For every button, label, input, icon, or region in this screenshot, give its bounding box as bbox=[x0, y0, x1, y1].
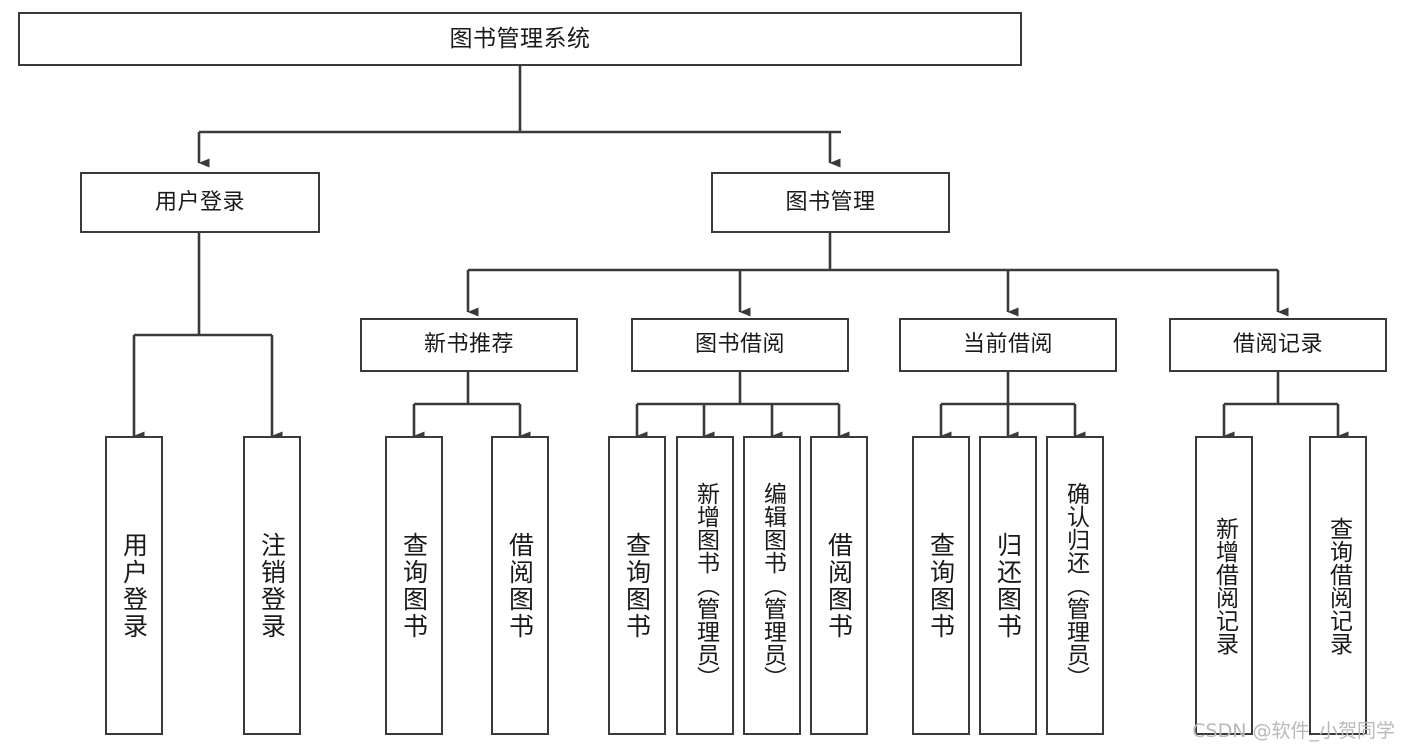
node-user-login[interactable]: 用户登录 bbox=[80, 172, 320, 233]
node-leaf-query-book-1-label: 查询图书 bbox=[399, 531, 429, 640]
node-leaf-user-login-label: 用户登录 bbox=[119, 531, 149, 640]
node-leaf-return-book-label: 归还图书 bbox=[993, 531, 1023, 640]
node-user-login-label: 用户登录 bbox=[154, 189, 245, 215]
node-leaf-query-book-3[interactable]: 查询图书 bbox=[912, 436, 970, 735]
node-leaf-add-book-admin[interactable]: 新增图书（管理员） bbox=[676, 436, 734, 735]
node-leaf-borrow-book-1[interactable]: 借阅图书 bbox=[491, 436, 549, 735]
node-leaf-edit-book-admin[interactable]: 编辑图书（管理员） bbox=[743, 436, 801, 735]
node-borrow-record-label: 借阅记录 bbox=[1232, 332, 1323, 357]
node-leaf-user-logout-label: 注销登录 bbox=[257, 531, 287, 640]
node-leaf-user-logout[interactable]: 注销登录 bbox=[243, 436, 301, 735]
node-leaf-query-borrow-record[interactable]: 查询借阅记录 bbox=[1309, 436, 1367, 735]
node-book-borrow-label: 图书借阅 bbox=[694, 332, 785, 357]
node-leaf-query-book-1[interactable]: 查询图书 bbox=[385, 436, 443, 735]
node-leaf-query-book-2[interactable]: 查询图书 bbox=[608, 436, 666, 735]
node-leaf-query-book-3-label: 查询图书 bbox=[926, 531, 956, 640]
node-book-manage-label: 图书管理 bbox=[785, 189, 876, 215]
node-leaf-add-borrow-record[interactable]: 新增借阅记录 bbox=[1195, 436, 1253, 735]
node-leaf-query-borrow-record-label: 查询借阅记录 bbox=[1325, 516, 1352, 655]
node-leaf-edit-book-admin-label: 编辑图书（管理员） bbox=[759, 482, 786, 689]
node-new-book-recommend-label: 新书推荐 bbox=[423, 332, 514, 357]
node-borrow-record[interactable]: 借阅记录 bbox=[1169, 318, 1387, 372]
node-book-borrow[interactable]: 图书借阅 bbox=[631, 318, 849, 372]
node-leaf-query-book-2-label: 查询图书 bbox=[622, 531, 652, 640]
node-leaf-add-book-admin-label: 新增图书（管理员） bbox=[692, 482, 719, 689]
node-leaf-user-login[interactable]: 用户登录 bbox=[105, 436, 163, 735]
node-root[interactable]: 图书管理系统 bbox=[18, 12, 1022, 66]
node-leaf-borrow-book-1-label: 借阅图书 bbox=[505, 531, 535, 640]
node-leaf-borrow-book-2-label: 借阅图书 bbox=[824, 531, 854, 640]
node-current-borrow-label: 当前借阅 bbox=[962, 332, 1053, 357]
node-book-manage[interactable]: 图书管理 bbox=[711, 172, 950, 233]
node-leaf-add-borrow-record-label: 新增借阅记录 bbox=[1211, 516, 1238, 655]
node-root-label: 图书管理系统 bbox=[449, 25, 591, 52]
watermark: CSDN @软件_小贺同学 bbox=[1192, 720, 1395, 742]
node-leaf-confirm-return-admin[interactable]: 确认归还（管理员） bbox=[1046, 436, 1104, 735]
node-current-borrow[interactable]: 当前借阅 bbox=[899, 318, 1117, 372]
node-leaf-confirm-return-admin-label: 确认归还（管理员） bbox=[1062, 482, 1089, 689]
node-leaf-borrow-book-2[interactable]: 借阅图书 bbox=[810, 436, 868, 735]
node-leaf-return-book[interactable]: 归还图书 bbox=[979, 436, 1037, 735]
node-new-book-recommend[interactable]: 新书推荐 bbox=[360, 318, 578, 372]
